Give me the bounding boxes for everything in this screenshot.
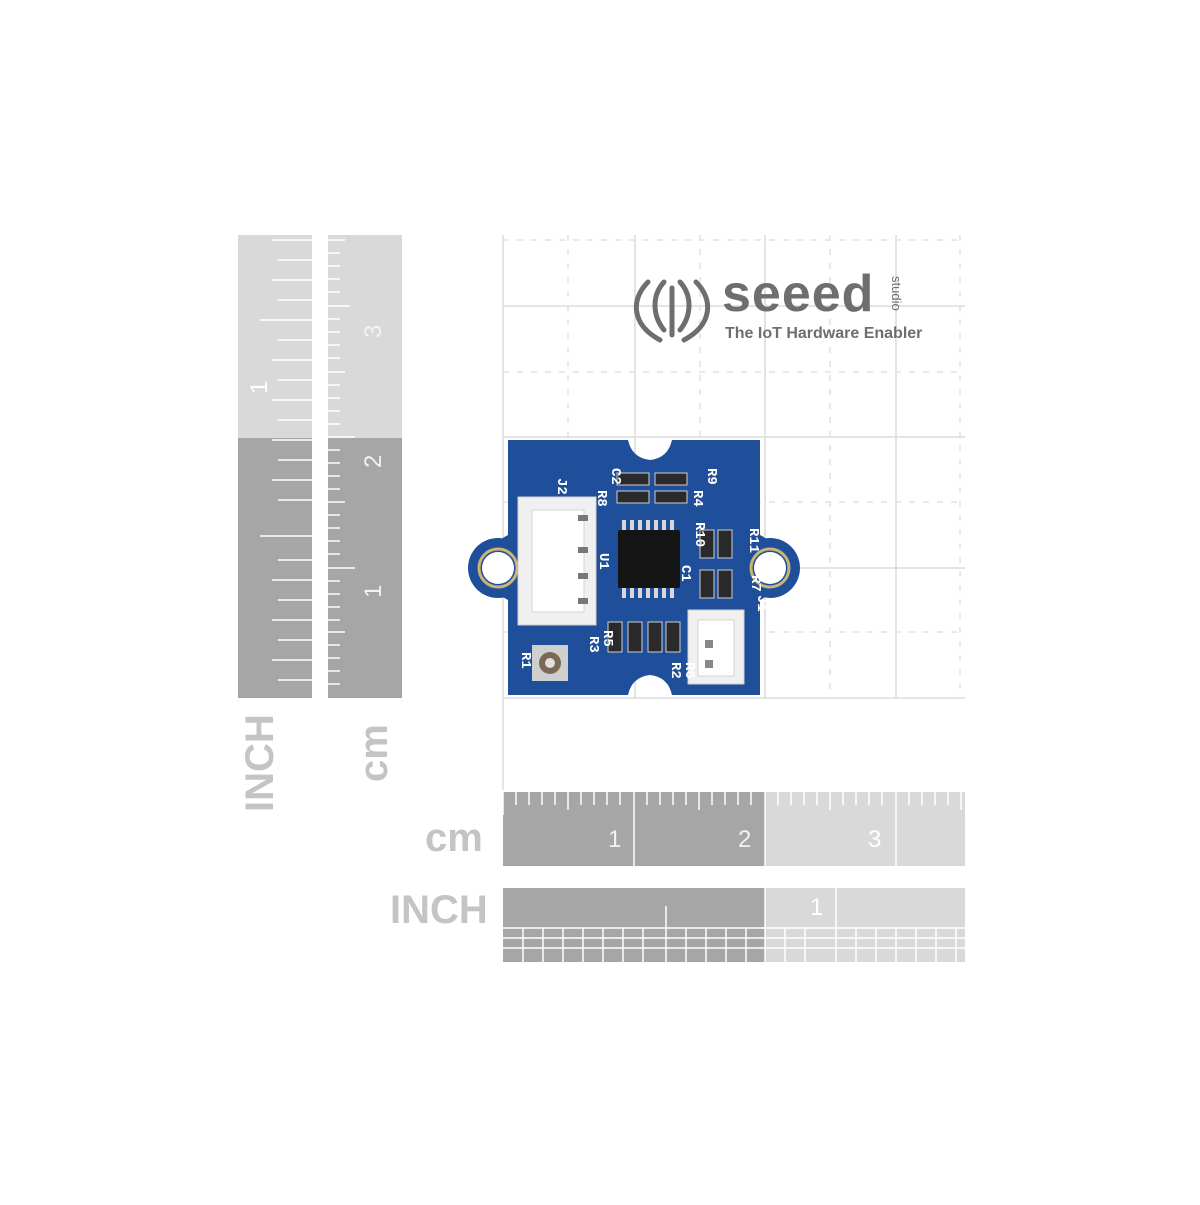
left-cm-number-1: 1 <box>360 584 387 598</box>
bottom-inch-number-1: 1 <box>810 894 824 921</box>
silk-label-r10: R10 <box>691 522 707 547</box>
left-cm-unit-label: cm <box>352 724 396 782</box>
bottom-inch-unit-label: INCH <box>390 888 488 932</box>
silk-label-c1: C1 <box>677 565 693 582</box>
bottom-cm-number-3: 3 <box>868 826 882 853</box>
silk-label-r5: R5 <box>599 630 615 647</box>
silk-label-u1: U1 <box>595 553 611 570</box>
silk-label-r6: R6 <box>681 662 697 679</box>
left-inch-number-1: 1 <box>246 380 273 394</box>
silk-label-r3: R3 <box>585 636 601 653</box>
smd-components <box>607 472 733 653</box>
brand-name: seeed <box>722 265 875 323</box>
brand-tagline: The IoT Hardware Enabler <box>725 325 923 342</box>
silk-label-r2: R2 <box>667 662 683 679</box>
bottom-inch-ruler <box>503 888 965 962</box>
silk-label-j1: J1 <box>753 595 769 612</box>
bottom-cm-unit-label: cm <box>425 816 483 860</box>
silk-label-r1: R1 <box>517 652 533 669</box>
bottom-cm-number-2: 2 <box>738 826 752 853</box>
j2-connector <box>517 496 597 626</box>
silk-label-r9: R9 <box>703 468 719 485</box>
left-cm-number-3: 3 <box>360 324 387 338</box>
r1-potentiometer <box>532 645 568 681</box>
brand-subtitle: studio <box>889 276 904 311</box>
silk-label-r4: R4 <box>689 490 705 507</box>
left-inch-unit-label: INCH <box>238 714 282 812</box>
bottom-cm-number-1: 1 <box>608 826 622 853</box>
left-inch-ruler <box>238 235 312 698</box>
seeed-logo-icon <box>633 279 711 343</box>
bottom-cm-ruler <box>502 792 965 866</box>
silk-label-r7: R7 <box>747 575 763 592</box>
j1-connector <box>687 609 745 685</box>
silk-label-r11: R11 <box>745 528 761 553</box>
left-cm-number-2: 2 <box>360 454 387 468</box>
silk-label-j2: J2 <box>553 478 569 495</box>
pcb-board <box>468 440 800 695</box>
left-cm-ruler <box>328 235 402 698</box>
silk-label-c2: C2 <box>607 468 623 485</box>
u1-chip <box>618 520 680 598</box>
silk-label-r8: R8 <box>593 490 609 507</box>
